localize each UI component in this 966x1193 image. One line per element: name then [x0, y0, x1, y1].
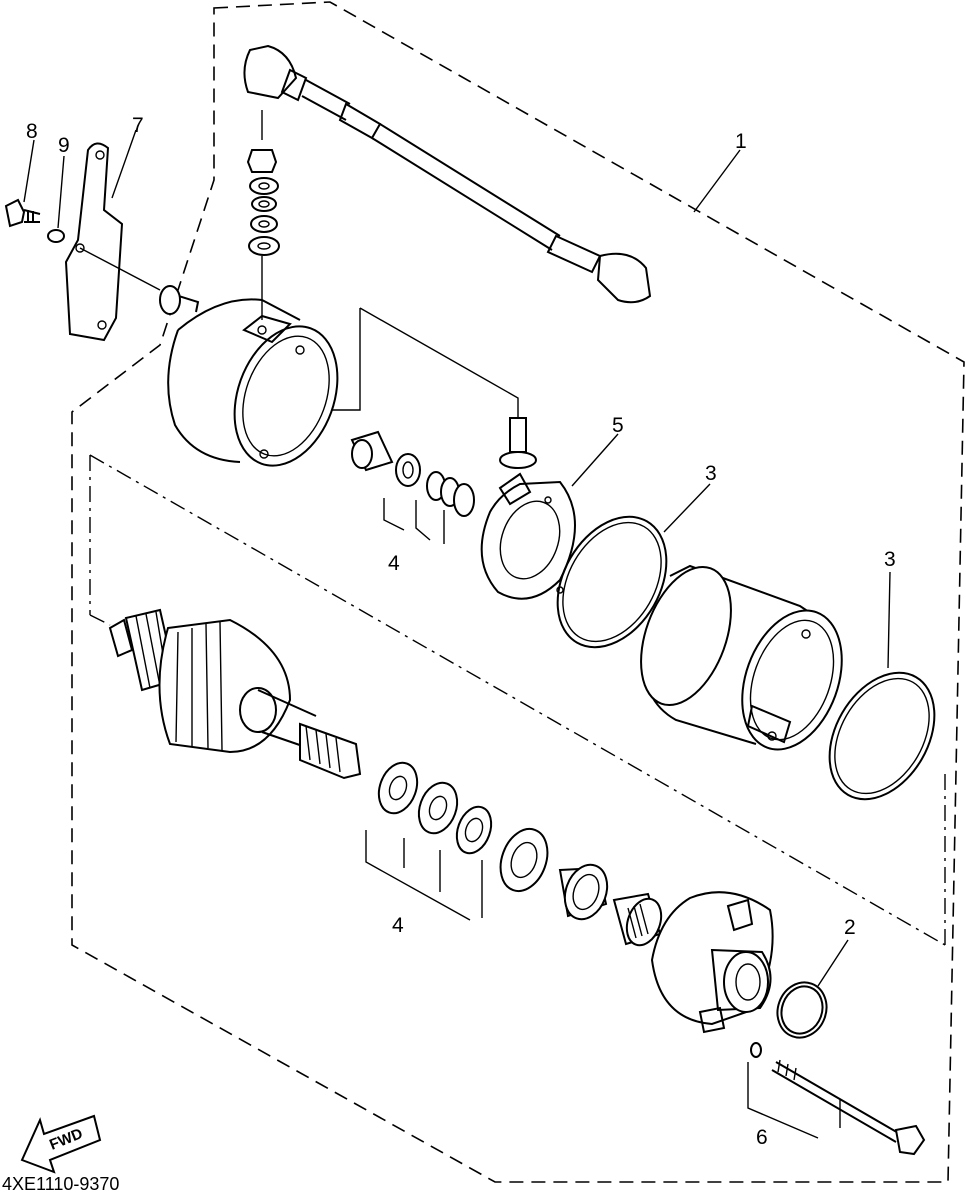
oil-seal	[558, 863, 609, 921]
leader-2	[817, 939, 849, 987]
assembly-boundary	[71, 1, 965, 1183]
part-label-3-front: 3	[705, 462, 717, 485]
o-ring-front	[556, 515, 668, 649]
rear-cover	[650, 891, 774, 1034]
part-label-7: 7	[132, 114, 144, 137]
o-ring-rear-cover	[776, 981, 828, 1039]
drawing-code: 4XE1110-9370	[2, 1174, 119, 1193]
part-label-9: 9	[58, 134, 70, 157]
armature	[108, 608, 362, 780]
mounting-bracket	[64, 142, 161, 342]
leader-7	[111, 129, 137, 199]
forward-direction-arrow: FWD	[20, 1114, 102, 1174]
armature-washer-set	[365, 761, 549, 921]
bracket-bolt	[4, 198, 41, 228]
fwd-label: FWD	[47, 1125, 85, 1154]
yoke-housing	[640, 564, 843, 751]
through-bolt-set	[747, 1042, 926, 1156]
part-label-5: 5	[612, 414, 624, 437]
leader-9	[57, 155, 65, 229]
leader-3a	[663, 483, 711, 533]
brush-holder-plate	[480, 417, 576, 600]
o-ring-rear	[828, 671, 936, 801]
terminal-nut-washer-stack	[246, 110, 280, 320]
front-cover	[159, 285, 339, 467]
bracket-lock-washer	[47, 229, 65, 243]
part-label-2: 2	[844, 916, 856, 939]
leader-5	[571, 433, 619, 487]
brush-collar-parts	[350, 430, 475, 544]
leader-3b	[887, 571, 891, 669]
part-label-1: 1	[735, 130, 747, 153]
part-label-8: 8	[26, 120, 38, 143]
part-label-6: 6	[756, 1126, 768, 1149]
part-label-4-upper: 4	[388, 552, 400, 575]
needle-bearing	[612, 892, 663, 947]
part-label-4-lower: 4	[392, 914, 404, 937]
leader-1	[693, 149, 741, 213]
starter-cable	[243, 44, 652, 304]
part-label-3-rear: 3	[884, 548, 896, 571]
leader-8	[23, 139, 35, 203]
